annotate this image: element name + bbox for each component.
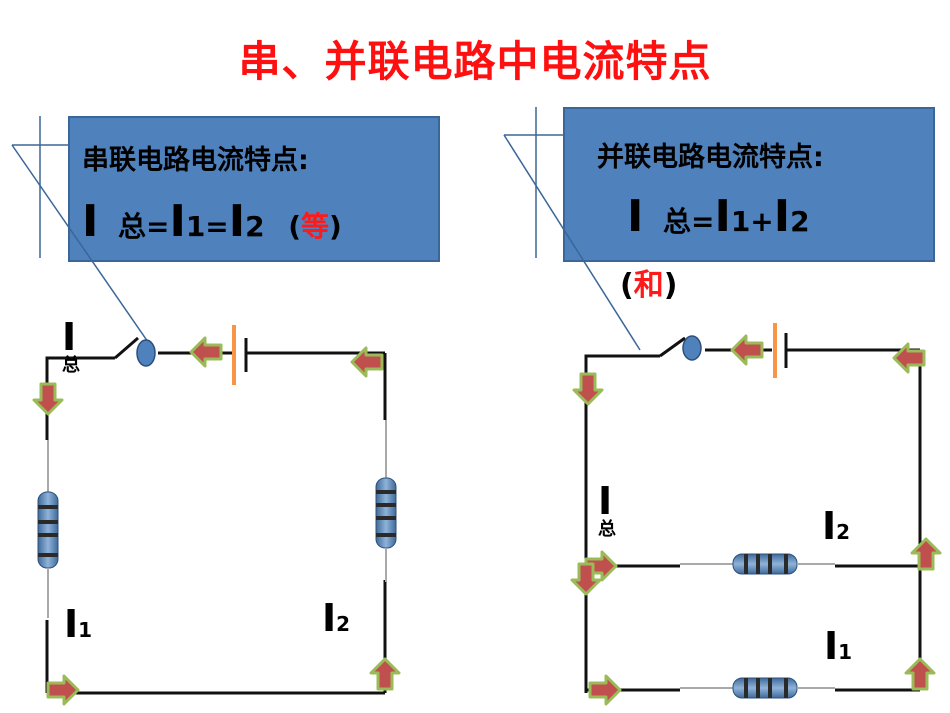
page-title: 串、并联电路中电流特点 <box>238 37 712 86</box>
parallel-he-note: (和) <box>620 268 678 303</box>
arrow-up-icon <box>369 657 401 691</box>
arrow-down-icon <box>572 372 604 406</box>
parallel-current-arrows <box>570 334 942 706</box>
parallel-heading: 并联电路电流特点: <box>597 142 824 173</box>
parallel-switch-icon <box>682 335 702 361</box>
parallel-label-i1: I1 <box>824 624 853 668</box>
series-callout-box: 串联电路电流特点: I 总=I1=I2 (等) <box>68 116 440 262</box>
arrow-down-icon <box>32 382 64 416</box>
parallel-resistor-lower-icon <box>680 677 835 699</box>
series-heading: 串联电路电流特点: <box>82 145 309 176</box>
arrow-right-icon <box>588 674 622 706</box>
series-current-arrows <box>32 336 401 706</box>
parallel-formula: I 总=I1+I2 <box>627 191 810 242</box>
arrow-left-icon <box>730 334 764 366</box>
series-label-i2: I2 <box>322 596 351 640</box>
series-battery-icon <box>232 325 248 385</box>
series-label-i1: I1 <box>64 602 93 646</box>
series-resistor-right-icon <box>375 420 397 582</box>
series-formula: I 总=I1=I2 (等) <box>82 196 342 247</box>
parallel-battery-icon <box>773 323 788 378</box>
arrow-right-icon <box>46 674 80 706</box>
parallel-label-i2: I2 <box>822 504 851 548</box>
parallel-circuit <box>584 336 922 693</box>
parallel-callout-box: 并联电路电流特点: I 总=I1+I2 <box>563 107 935 262</box>
parallel-resistor-upper-icon <box>680 553 835 575</box>
series-resistor-left-icon <box>37 440 59 618</box>
deng-char: 等 <box>301 210 330 243</box>
callout-pointers <box>11 107 641 351</box>
arrow-left-icon <box>189 336 223 368</box>
arrow-up-icon <box>904 657 936 691</box>
series-switch-icon <box>136 339 156 367</box>
